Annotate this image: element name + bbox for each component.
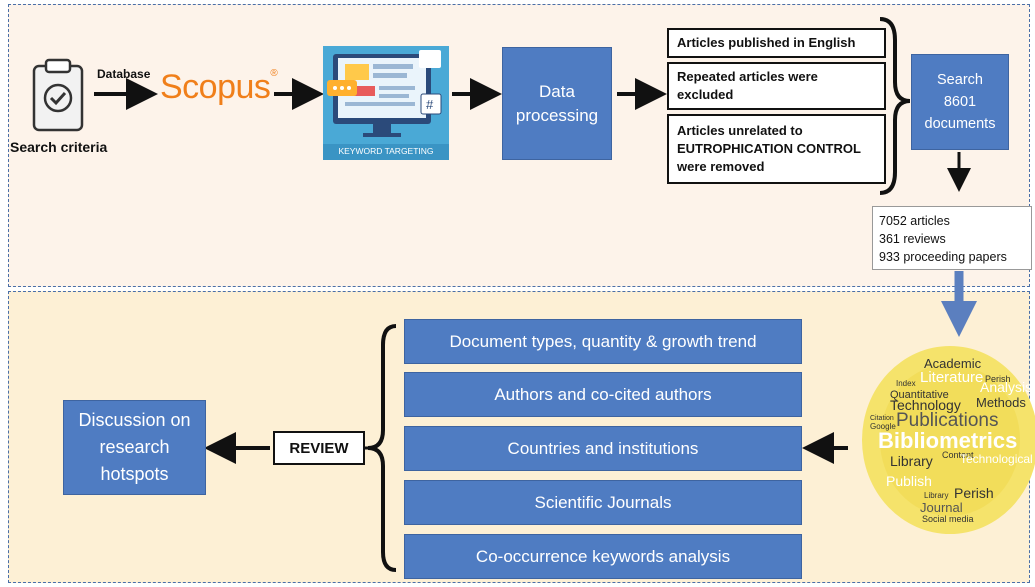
wc-technological: Technological [960,452,1033,466]
clipboard-icon [28,56,88,134]
criterion-english: Articles published in English [667,28,886,58]
stats-proceedings: 933 proceeding papers [879,250,1007,264]
wc-library-2: Library [924,491,948,500]
bibliometrics-word-cloud: Academic Literature Perish Index Analysi… [860,340,1035,536]
category-journals: Scientific Journals [404,480,802,525]
discussion-label: Discussion on research hotspots [78,410,191,484]
wc-social-media: Social media [922,514,974,524]
wc-analysis: Analysis [980,379,1032,395]
wc-google: Google [870,422,896,431]
criterion-english-text: Articles published in English [677,35,856,50]
svg-text:#: # [426,97,434,112]
category-keywords-label: Co-occurrence keywords analysis [475,546,731,566]
stats-reviews: 361 reviews [879,232,946,246]
category-document-types: Document types, quantity & growth trend [404,319,802,364]
category-countries-label: Countries and institutions [507,438,699,458]
keyword-targeting-image: # KEYWORD TARGETING [323,46,449,160]
wc-library: Library [890,453,933,469]
keyword-targeting-caption: KEYWORD TARGETING [338,146,434,156]
search-label: Search [937,72,983,88]
category-keywords: Co-occurrence keywords analysis [404,534,802,579]
criterion-unrelated-text: Articles unrelated to EUTROPHICATION CON… [677,123,861,174]
wc-content: Content [942,450,974,460]
category-document-types-label: Document types, quantity & growth trend [449,331,757,351]
search-count: 8601 [943,94,977,110]
criterion-repeated: Repeated articles were excluded [667,62,886,110]
data-processing-label: Data processing [515,81,599,125]
wc-citation: Citation [870,415,894,422]
wc-literature: Literature [920,369,983,386]
brace-categories [367,324,397,572]
wc-journal: Journal [920,500,963,515]
wc-publish: Publish [886,473,932,489]
wc-perish-top: Perish [985,374,1011,384]
brace-criteria [879,17,911,195]
wc-academic: Academic [924,356,982,371]
review-box: REVIEW [273,431,365,465]
wc-methods: Methods [976,395,1026,410]
category-countries: Countries and institutions [404,426,802,471]
wc-quantitative: Quantitative [890,389,949,401]
category-authors: Authors and co-cited authors [404,372,802,417]
scopus-logo: Scopus® [160,68,278,106]
criterion-repeated-text: Repeated articles were excluded [677,69,818,102]
scopus-logo-text: Scopus [160,68,271,106]
wc-publications: Publications [896,410,998,431]
criterion-unrelated: Articles unrelated to EUTROPHICATION CON… [667,114,886,184]
wc-index: Index [896,379,916,388]
search-documents-box: Search 8601 documents [911,54,1009,150]
wc-perish: Perish [954,485,994,501]
discussion-box: Discussion on research hotspots [63,400,206,495]
category-authors-label: Authors and co-cited authors [494,384,712,404]
document-stats: 7052 articles 361 reviews 933 proceeding… [872,206,1032,270]
data-processing-box: Data processing [502,47,612,160]
category-journals-label: Scientific Journals [534,492,672,512]
review-label: REVIEW [289,439,349,457]
search-criteria-label: Search criteria [10,139,108,155]
stats-articles: 7052 articles [879,214,950,228]
wc-technology: Technology [890,397,961,413]
wc-bibliometrics: Bibliometrics [878,428,1017,453]
search-unit: documents [924,116,996,132]
database-label: Database [97,67,151,81]
